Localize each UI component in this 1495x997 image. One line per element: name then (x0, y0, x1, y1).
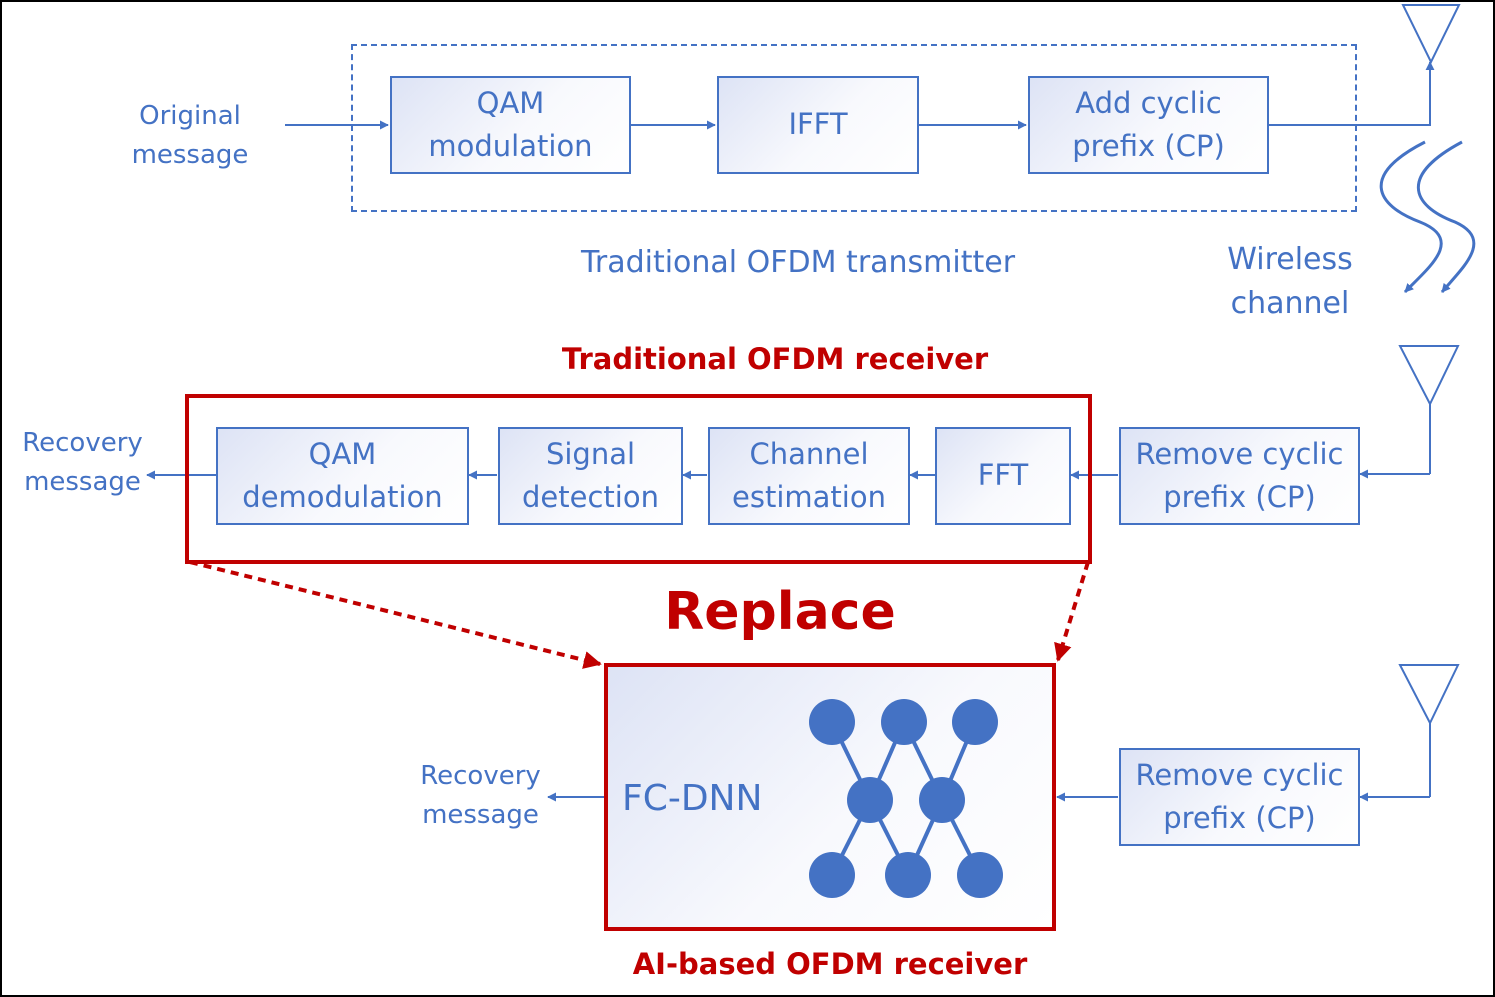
replace-arrows (189, 560, 1090, 669)
arrow-cp-to-antenna (1269, 61, 1435, 126)
transmitter-caption: Traditional OFDM transmitter (580, 245, 1016, 280)
nn-node (809, 699, 855, 745)
nn-node (881, 699, 927, 745)
fc-dnn-label: FC-DNN (622, 778, 763, 819)
qam-modulation-block: QAM modulation (390, 76, 631, 174)
receiver-wires (146, 469, 1430, 480)
ai-receiver-title: AI-based OFDM receiver (632, 947, 1028, 981)
ai-remove-cp-block: Remove cyclic prefix (CP) (1119, 748, 1360, 846)
rx-antenna-icon (1398, 345, 1460, 474)
ai-recovery-message-label: Recovery message (420, 761, 541, 830)
traditional-receiver-title: Traditional OFDM receiver (561, 342, 989, 376)
ifft-block: IFFT (717, 76, 919, 174)
transmitter-wires (285, 61, 1435, 130)
replace-label: Replace (664, 582, 896, 642)
wireless-waves-icon (1379, 140, 1476, 294)
replace-arrow-left (189, 560, 602, 669)
wireless-channel-label: Wireless channel (1227, 242, 1353, 321)
nn-node (919, 777, 965, 823)
qam-demodulation-block: QAM demodulation (216, 427, 469, 525)
transmitter-group (351, 44, 1357, 212)
traditional-receiver-group (185, 394, 1092, 564)
add-cp-block: Add cyclic prefix (CP) (1028, 76, 1269, 174)
tx-antenna-icon (1401, 4, 1461, 65)
nn-node (809, 852, 855, 898)
remove-cp-block: Remove cyclic prefix (CP) (1119, 427, 1360, 525)
ai-rx-antenna-icon (1398, 664, 1460, 797)
recovery-message-label: Recovery message (22, 428, 143, 497)
nn-node (952, 699, 998, 745)
fft-block: FFT (935, 427, 1071, 525)
original-message-label: Original message (131, 101, 249, 170)
channel-estimation-block: Channel estimation (708, 427, 910, 525)
nn-node (885, 852, 931, 898)
replace-arrow-right (1054, 561, 1090, 662)
nn-node (847, 777, 893, 823)
nn-node (957, 852, 1003, 898)
signal-detection-block: Signal detection (498, 427, 683, 525)
